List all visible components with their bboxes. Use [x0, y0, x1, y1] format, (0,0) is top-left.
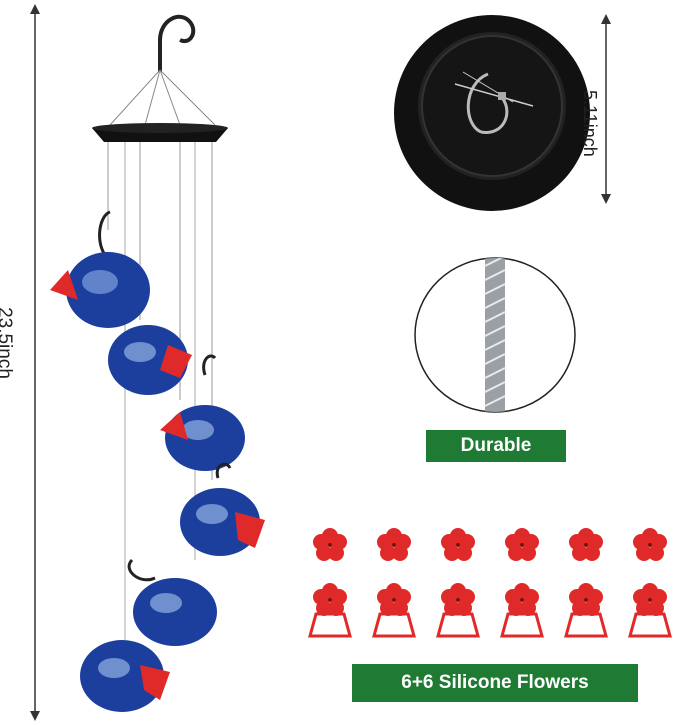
flower-icon — [313, 528, 667, 561]
diameter-dimension — [596, 14, 616, 204]
flower-with-handle-icon — [310, 583, 670, 636]
flowers-badge: 6+6 Silicone Flowers — [352, 664, 638, 702]
height-label: 23.5inch — [0, 307, 15, 379]
diameter-arrow-icon — [601, 14, 611, 204]
cable-closeup-image — [413, 256, 577, 414]
flowers-grid — [300, 520, 679, 650]
feeder-chime-image — [40, 0, 280, 725]
height-arrow-icon — [30, 4, 40, 721]
lid-closeup-image — [393, 14, 591, 212]
durable-badge: Durable — [426, 430, 566, 462]
diameter-label: 5.11inch — [580, 90, 600, 157]
height-dimension — [20, 0, 50, 725]
